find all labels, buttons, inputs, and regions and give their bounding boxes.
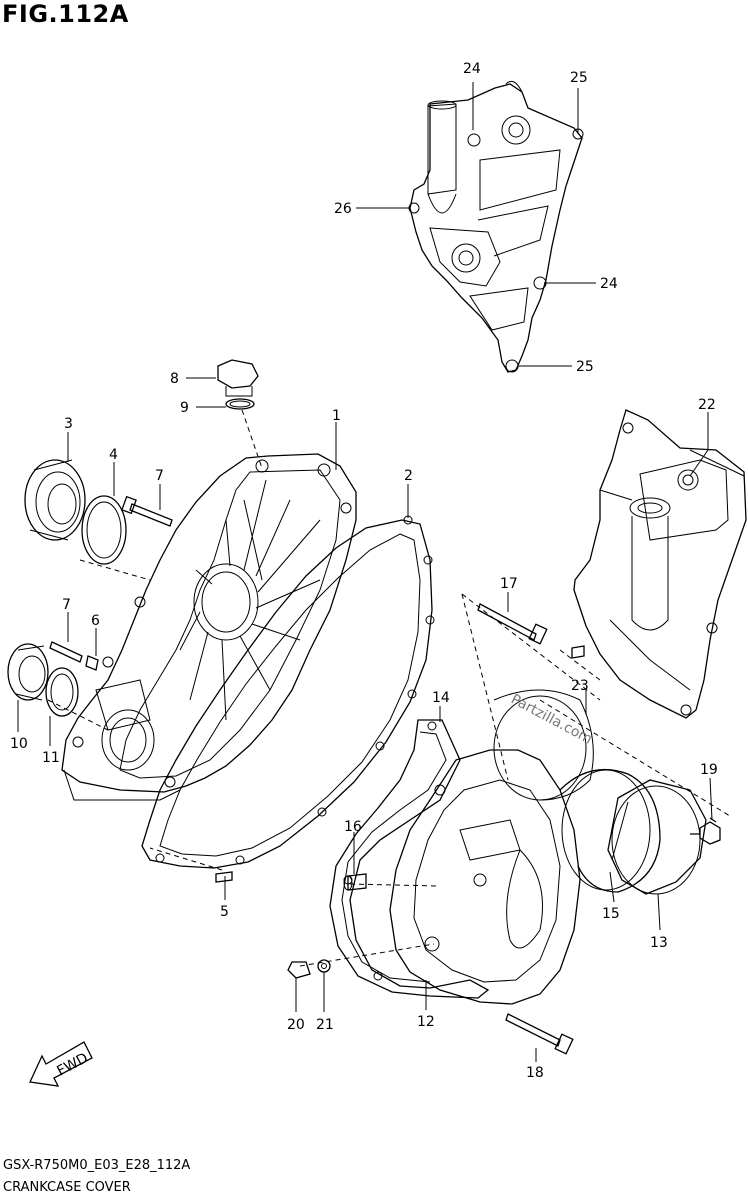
callout-25: 25 [570, 70, 588, 86]
callout-22: 22 [698, 397, 716, 413]
gasket-14 [329, 719, 490, 999]
callout-19: 19 [700, 762, 718, 778]
oil-cap-8 [217, 359, 259, 410]
assembly-lines [47, 409, 731, 967]
callout-6: 6 [91, 613, 100, 629]
callout-16: 16 [344, 819, 362, 835]
callout-labels: 24 25 26 24 25 8 9 1 22 3 4 7 2 17 7 6 2… [10, 61, 718, 1081]
callout-7b: 7 [62, 597, 71, 613]
bolts [49, 495, 721, 1055]
callout-7: 7 [155, 468, 164, 484]
callout-26: 26 [334, 201, 352, 217]
callout-2: 2 [404, 468, 413, 484]
figure-code: GSX-R750M0_E03_E28_112A [3, 1158, 191, 1173]
figure-name: CRANKCASE COVER [3, 1180, 131, 1195]
bracket-top [408, 80, 584, 373]
callout-13: 13 [650, 935, 668, 951]
gasket-2 [141, 515, 435, 869]
callout-4: 4 [109, 447, 118, 463]
watermark: Partzilla.com [508, 691, 595, 747]
callout-1: 1 [332, 408, 341, 424]
cover-1 [61, 453, 357, 801]
callout-21: 21 [316, 1017, 334, 1033]
callout-18: 18 [526, 1065, 544, 1081]
figure-title: FIG.112A [2, 0, 129, 28]
callout-3: 3 [64, 416, 73, 432]
callout-20: 20 [287, 1017, 305, 1033]
cover-12 [389, 689, 594, 1005]
cover-13 [559, 768, 707, 895]
callout-15: 15 [602, 906, 620, 922]
fwd-arrow-icon: FWD [29, 1041, 93, 1087]
callout-5: 5 [220, 904, 229, 920]
fwd-label: FWD [54, 1050, 90, 1079]
ring-11 [45, 667, 79, 717]
callout-24: 24 [463, 61, 481, 77]
callout-24b: 24 [600, 276, 618, 292]
callout-12: 12 [417, 1014, 435, 1030]
ring-4 [81, 495, 127, 565]
cap-3 [24, 459, 86, 541]
callout-11: 11 [42, 750, 60, 766]
callout-17: 17 [500, 576, 518, 592]
callout-25b: 25 [576, 359, 594, 375]
leader-lines [17, 82, 713, 1062]
cover-22 [573, 409, 747, 719]
callout-23: 23 [571, 678, 589, 694]
callout-14: 14 [432, 690, 450, 706]
callout-9: 9 [180, 400, 189, 416]
cap-10 [7, 643, 49, 701]
callout-8: 8 [170, 371, 179, 387]
callout-10: 10 [10, 736, 28, 752]
